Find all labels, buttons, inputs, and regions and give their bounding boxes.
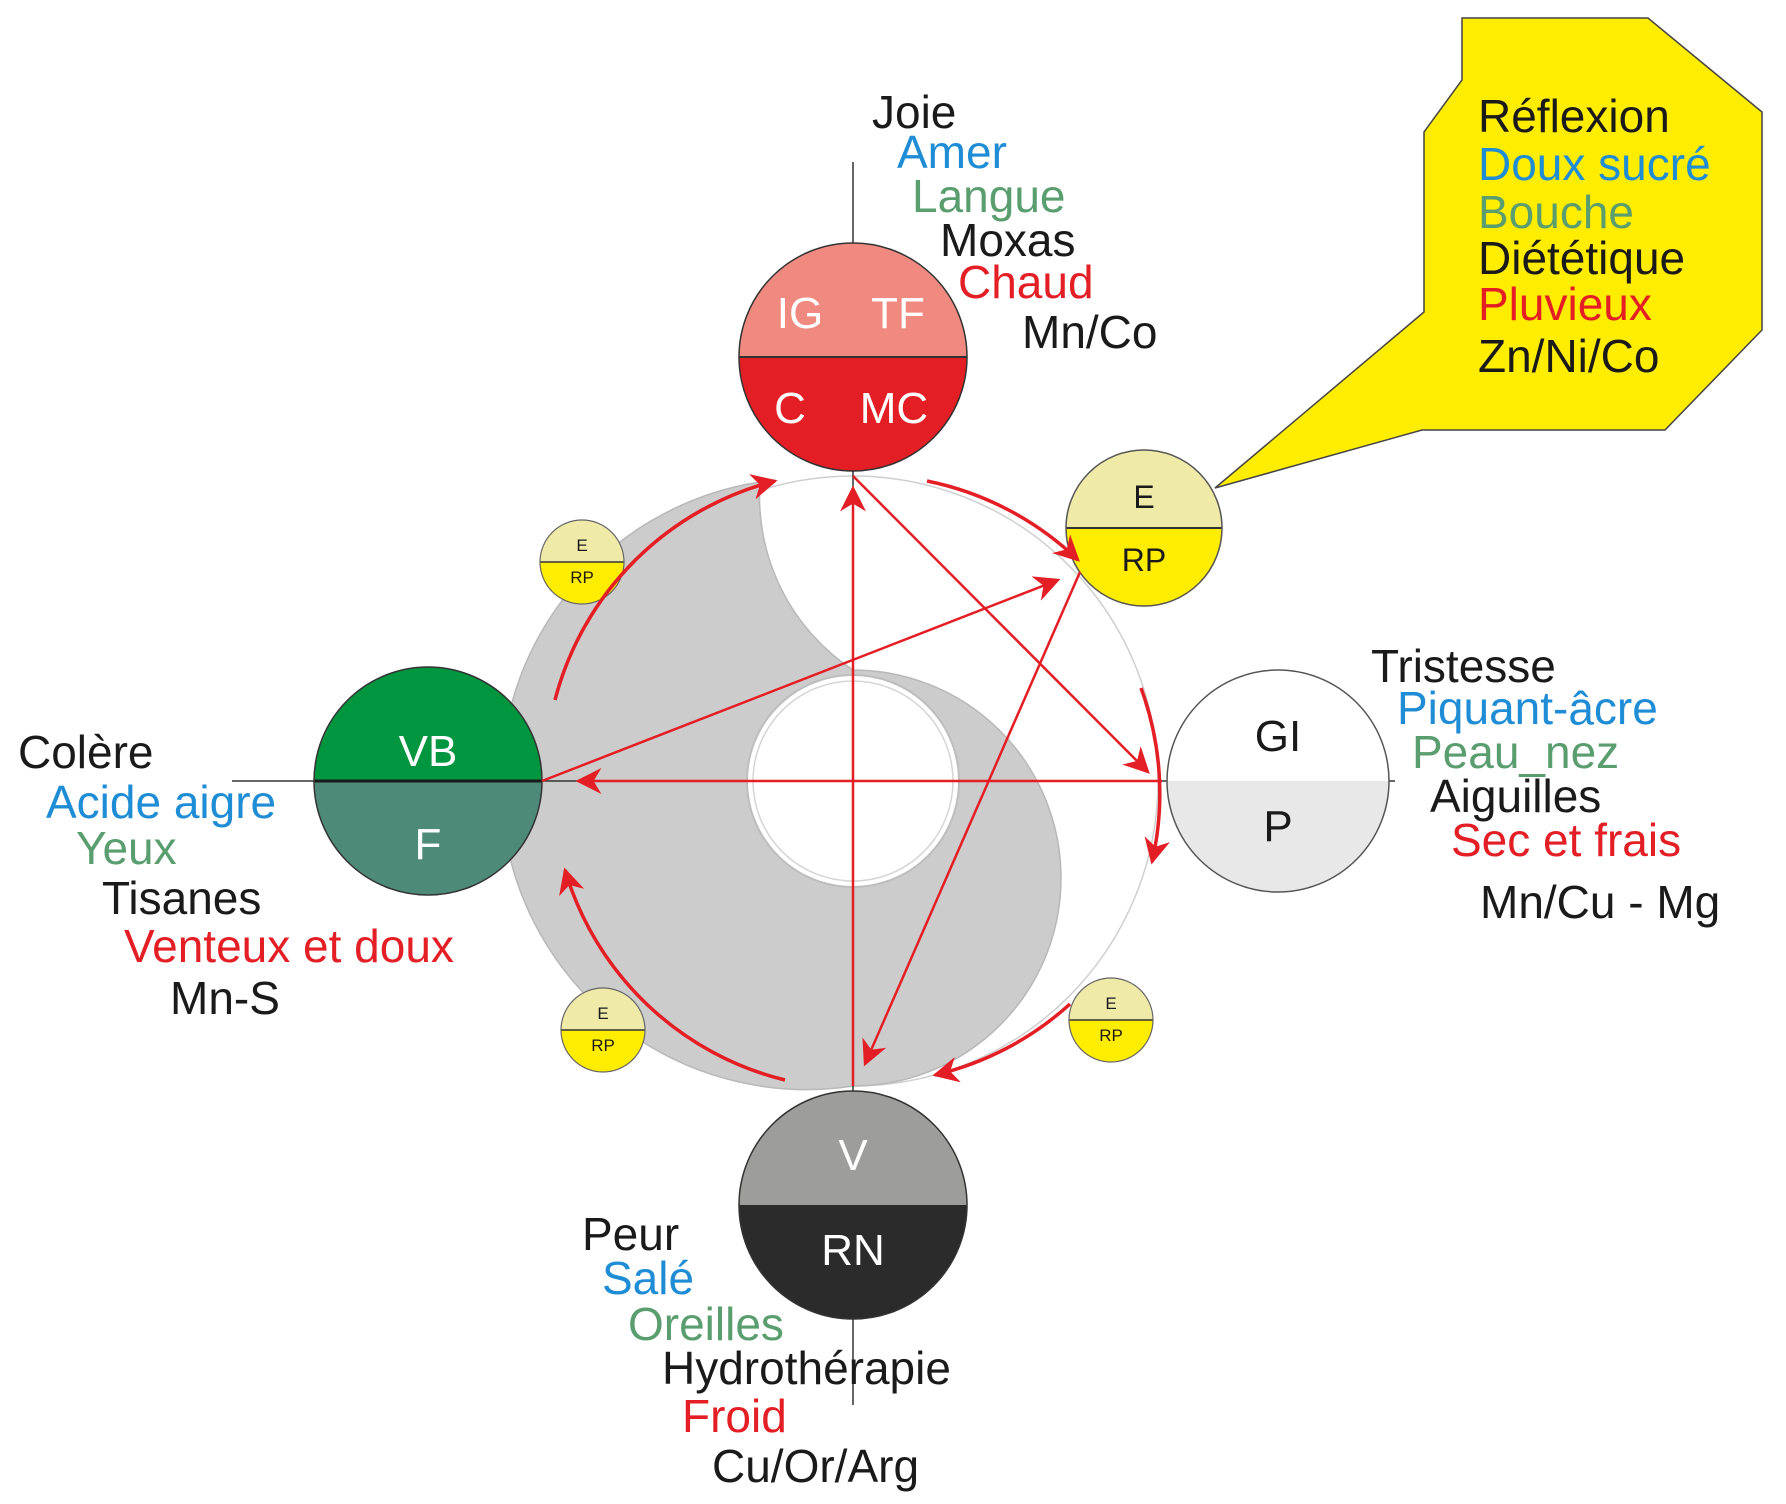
metal-labels: Tristesse Piquant-âcre Peau_nez Aiguille… — [1371, 640, 1720, 928]
label-minerals-water: Cu/Or/Arg — [712, 1440, 919, 1492]
organ-ig: IG — [777, 289, 823, 338]
label-minerals-earth: Zn/Ni/Co — [1478, 330, 1659, 382]
label-therapy-metal: Aiguilles — [1430, 770, 1601, 822]
label-taste-fire: Amer — [897, 126, 1007, 178]
wood-labels: Colère Acide aigre Yeux Tisanes Venteux … — [18, 726, 454, 1024]
label-emotion-fire: Joie — [872, 86, 956, 138]
label-therapy-fire: Moxas — [940, 214, 1075, 266]
organ-c: C — [774, 384, 806, 433]
label-emotion-earth: Réflexion — [1478, 90, 1670, 142]
label-therapy-water: Hydrothérapie — [662, 1342, 951, 1394]
label-minerals-metal: Mn/Cu - Mg — [1480, 876, 1720, 928]
label-climate-fire: Chaud — [958, 256, 1094, 308]
small-earth-circle-upper-left: E RP — [539, 519, 625, 605]
water-labels: Peur Salé Oreilles Hydrothérapie Froid C… — [582, 1208, 951, 1492]
svg-text:RP: RP — [1099, 1026, 1123, 1045]
organ-tf: TF — [871, 289, 925, 338]
label-minerals-wood: Mn-S — [170, 972, 280, 1024]
organ-gi: GI — [1255, 712, 1301, 761]
wood-element — [314, 667, 542, 895]
svg-text:E: E — [576, 536, 587, 555]
label-emotion-wood: Colère — [18, 726, 154, 778]
svg-text:E: E — [1105, 994, 1116, 1013]
arc-fire-to-earth — [926, 479, 1080, 562]
label-climate-earth: Pluvieux — [1478, 278, 1652, 330]
organ-p: P — [1263, 802, 1292, 851]
label-sense-earth: Bouche — [1478, 186, 1634, 238]
controlling-cycle-arrows — [541, 475, 1162, 1086]
organ-f: F — [415, 820, 442, 869]
arc-earth-to-metal — [1139, 687, 1170, 865]
label-taste-metal: Piquant-âcre — [1397, 682, 1658, 734]
label-sense-metal: Peau_nez — [1412, 726, 1619, 778]
label-climate-wood: Venteux et doux — [124, 920, 454, 972]
fire-element — [739, 243, 967, 471]
organ-v: V — [838, 1131, 868, 1180]
earth-labels: Réflexion Doux sucré Bouche Diététique P… — [1478, 90, 1711, 382]
organ-rp: RP — [1122, 542, 1166, 578]
earth-callout — [1214, 17, 1763, 489]
arrow-fire-to-metal — [852, 475, 1150, 774]
label-therapy-earth: Diététique — [1478, 232, 1685, 284]
arc-metal-to-water — [932, 1002, 1072, 1083]
organ-mc: MC — [860, 384, 928, 433]
arc-water-to-wood — [559, 867, 786, 1082]
label-taste-water: Salé — [602, 1252, 694, 1304]
label-minerals-fire: Mn/Co — [1022, 306, 1157, 358]
label-emotion-metal: Tristesse — [1371, 640, 1556, 692]
svg-text:RP: RP — [591, 1036, 615, 1055]
label-climate-water: Froid — [682, 1390, 787, 1442]
water-element — [739, 1091, 967, 1319]
label-taste-earth: Doux sucré — [1478, 138, 1711, 190]
small-earth-circle-lower-left: E RP — [560, 987, 646, 1073]
organ-e: E — [1133, 479, 1154, 515]
label-climate-metal: Sec et frais — [1451, 814, 1681, 866]
label-sense-water: Oreilles — [628, 1298, 784, 1350]
generating-cycle-arcs — [553, 474, 1170, 1083]
label-sense-fire: Langue — [912, 170, 1066, 222]
arc-wood-to-fire — [553, 474, 778, 701]
label-sense-wood: Yeux — [76, 822, 177, 874]
small-earth-circle-lower-right: E RP — [1068, 977, 1154, 1063]
organ-rn: RN — [821, 1226, 885, 1275]
svg-text:E: E — [597, 1004, 608, 1023]
arrow-wood-to-earth — [541, 576, 1061, 783]
fire-labels: Joie Amer Langue Moxas Chaud Mn/Co — [872, 86, 1157, 358]
arrow-earth-to-water — [862, 571, 1082, 1067]
label-emotion-water: Peur — [582, 1208, 679, 1260]
metal-element — [1167, 670, 1389, 892]
label-taste-wood: Acide aigre — [46, 776, 276, 828]
organ-vb: VB — [399, 727, 458, 776]
svg-text:RP: RP — [570, 568, 594, 587]
label-therapy-wood: Tisanes — [102, 872, 261, 924]
